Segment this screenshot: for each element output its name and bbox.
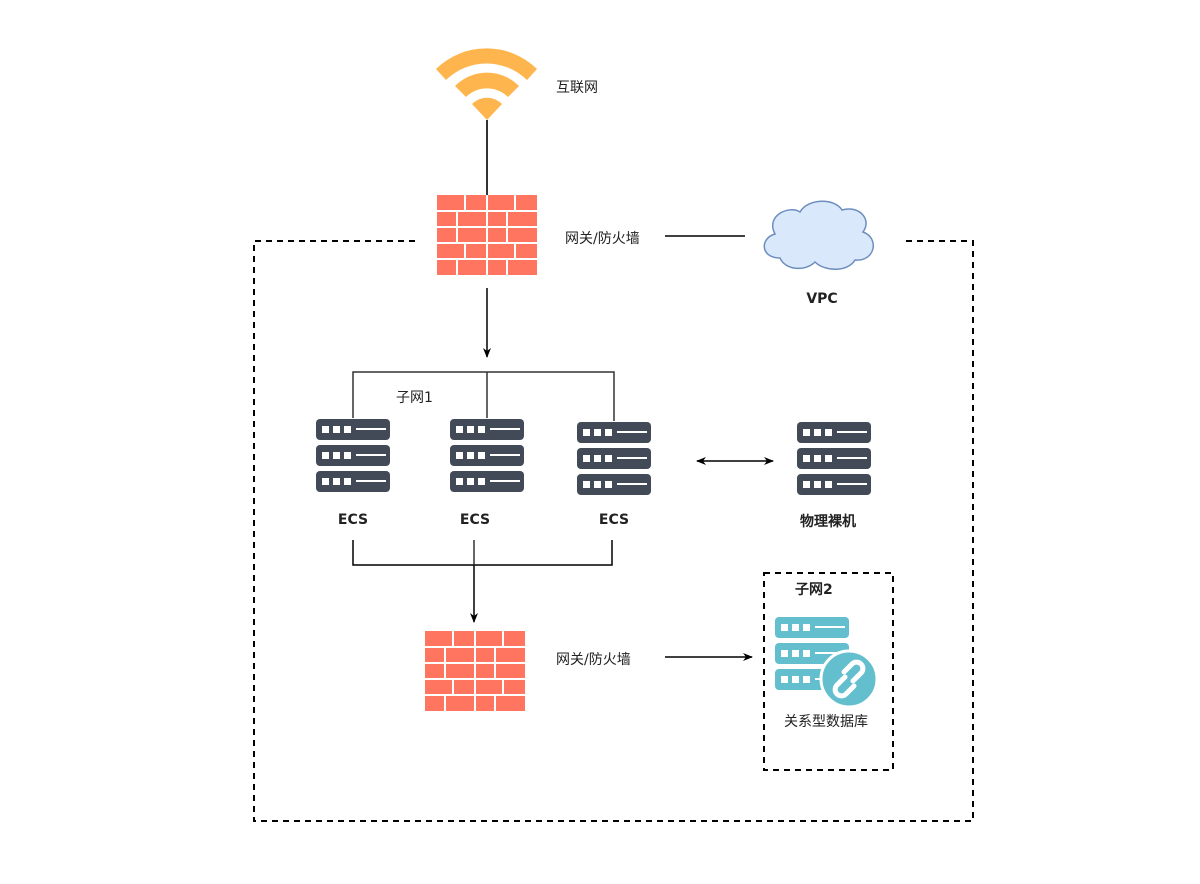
cloud-icon	[763, 200, 874, 270]
connectors	[352, 120, 774, 661]
subnet2-boundary	[763, 572, 894, 771]
wifi-icon	[436, 48, 537, 120]
ecs1-label: ECS	[338, 512, 368, 528]
ecs3-label: ECS	[599, 512, 629, 528]
subnet1-label: 子网1	[396, 390, 433, 406]
ecs2-label: ECS	[460, 512, 490, 528]
database-link-icon	[775, 617, 879, 709]
server-icon	[450, 419, 524, 492]
firewall-icon	[436, 194, 538, 276]
vpc-label: VPC	[806, 291, 837, 307]
firewall-icon	[424, 630, 526, 712]
gateway-bottom-label: 网关/防火墙	[556, 652, 631, 668]
vpc-boundary	[253, 240, 974, 822]
gateway-top-label: 网关/防火墙	[565, 231, 640, 247]
server-icon	[577, 422, 651, 495]
bare-metal-label: 物理裸机	[800, 513, 856, 530]
server-icon	[316, 419, 390, 492]
internet-label: 互联网	[556, 80, 598, 96]
database-label: 关系型数据库	[784, 714, 868, 730]
subnet2-label: 子网2	[795, 582, 833, 598]
server-icon	[797, 422, 871, 495]
